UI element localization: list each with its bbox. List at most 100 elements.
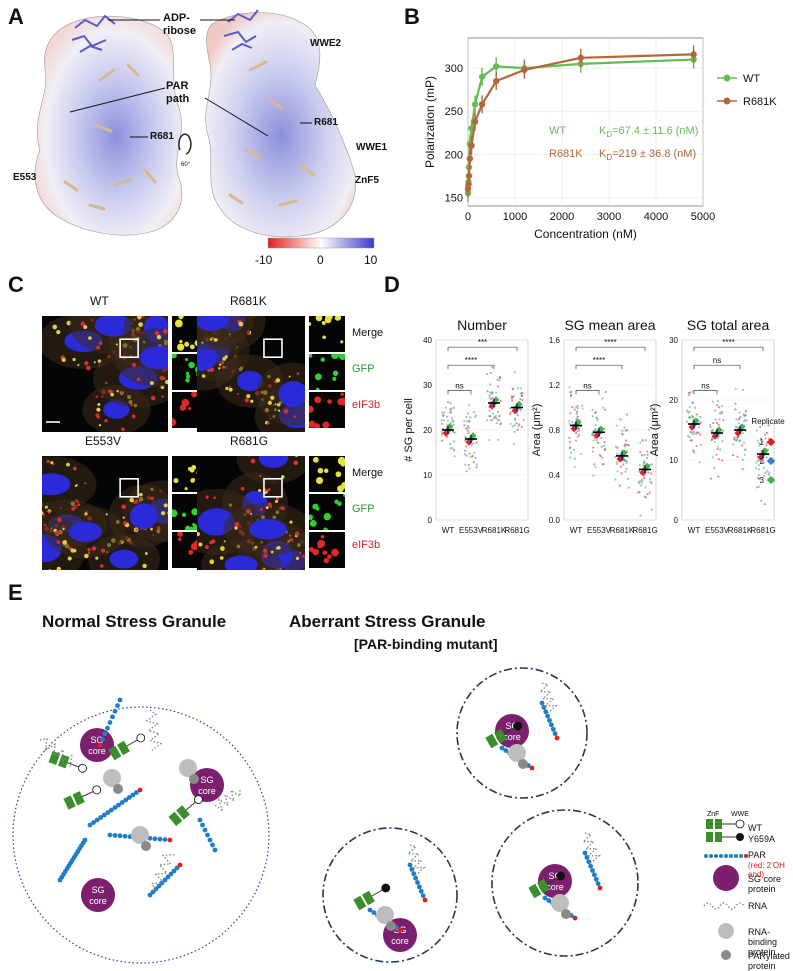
par-chain-bead	[413, 876, 418, 881]
data-point	[580, 453, 582, 455]
inset-merge	[309, 316, 345, 352]
granule	[133, 319, 135, 321]
granule	[268, 401, 272, 405]
legend-rna	[704, 903, 744, 909]
g3bp-protein	[353, 881, 392, 910]
data-point	[623, 426, 625, 428]
granule	[77, 503, 80, 506]
data-point	[687, 412, 689, 414]
data-point	[625, 468, 627, 470]
parylated-protein	[518, 759, 528, 769]
data-point	[571, 421, 573, 423]
data-point	[717, 446, 719, 448]
data-point	[465, 416, 467, 418]
granule	[94, 361, 96, 363]
data-point	[738, 412, 740, 414]
granule	[121, 504, 126, 509]
granule	[139, 493, 143, 497]
data-point	[449, 409, 451, 411]
data-point	[465, 445, 467, 447]
data-point	[453, 407, 455, 409]
data-point	[454, 455, 456, 457]
granule	[47, 460, 50, 463]
sg-core-label: SG	[200, 775, 213, 785]
data-point	[592, 415, 594, 417]
data-point	[625, 439, 627, 441]
aberrant-sg-title: Aberrant Stress Granule	[289, 612, 486, 632]
sg-core-protein	[81, 878, 115, 912]
panel-label-d: D	[384, 272, 400, 298]
data-point	[617, 470, 619, 472]
data-point	[499, 377, 501, 379]
data-point	[568, 420, 570, 422]
par-chain-bead	[586, 859, 591, 864]
data-point	[649, 478, 651, 480]
data-point	[739, 416, 741, 418]
legend-par-bead	[704, 854, 708, 858]
data-point	[491, 366, 493, 368]
data-point	[721, 459, 723, 461]
data-point	[592, 450, 594, 452]
data-point	[473, 411, 475, 413]
micro-bg	[309, 354, 345, 390]
data-point	[489, 394, 491, 396]
x-tick-label: R681K	[610, 526, 635, 535]
par-chain-bead	[105, 726, 110, 731]
granule	[198, 542, 202, 546]
x-tick-label: R681K	[728, 526, 753, 535]
legend-wwe: WWE	[731, 811, 749, 818]
x-tick-label: R681K	[482, 526, 507, 535]
data-point	[492, 412, 494, 414]
granule	[106, 513, 108, 515]
x-tick-label: WT	[570, 526, 583, 535]
granule	[86, 366, 91, 371]
data-point	[468, 464, 470, 466]
granule	[213, 496, 216, 499]
data-point	[512, 425, 514, 427]
par-chain-bead	[153, 836, 158, 841]
granule	[250, 400, 253, 403]
granule	[178, 538, 181, 541]
data-point	[594, 424, 596, 426]
data-point	[637, 492, 639, 494]
legend-znf: ZnF	[707, 811, 719, 818]
granule	[271, 551, 274, 554]
granule	[294, 415, 297, 418]
data-point	[466, 420, 468, 422]
data-point	[764, 503, 766, 505]
data-point	[736, 439, 738, 441]
granule	[327, 554, 332, 559]
granule	[88, 552, 91, 555]
granule	[104, 419, 107, 422]
data-point	[625, 462, 627, 464]
data-point	[514, 418, 516, 420]
granule	[142, 564, 146, 568]
data-point	[441, 423, 443, 425]
data-point	[577, 436, 579, 438]
data-point	[640, 514, 642, 516]
granule	[321, 357, 325, 361]
data-point	[721, 412, 723, 414]
data-point	[650, 472, 652, 474]
data-point	[743, 413, 745, 415]
granule	[161, 511, 165, 515]
granule	[225, 387, 228, 390]
y-axis-label: Polarization (mP)	[423, 76, 437, 168]
data-point	[467, 430, 469, 432]
data-point	[692, 417, 694, 419]
granule	[316, 507, 320, 511]
data-point	[595, 411, 597, 413]
data-point	[569, 447, 571, 449]
data-point	[765, 456, 767, 458]
granule	[155, 331, 159, 335]
data-point	[714, 409, 716, 411]
granule	[201, 342, 203, 344]
granule	[322, 321, 326, 325]
panel-label-b: B	[404, 4, 420, 30]
granule	[45, 506, 48, 509]
data-point	[755, 462, 757, 464]
data-point	[522, 399, 524, 401]
label-wwe2: WWE2	[310, 38, 341, 49]
granule	[188, 362, 195, 369]
data-point	[595, 439, 597, 441]
